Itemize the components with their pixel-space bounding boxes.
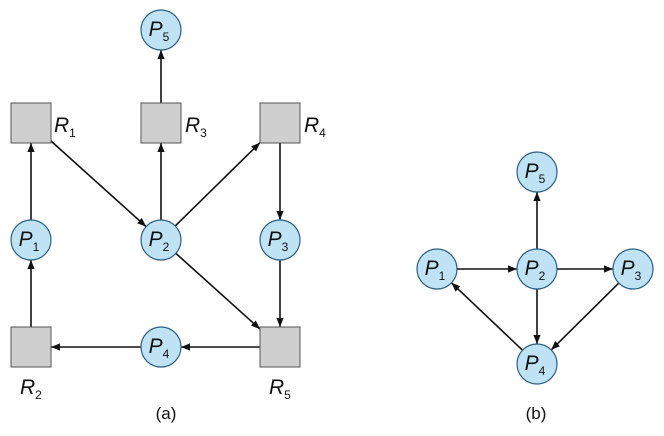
process-circle [140, 326, 182, 368]
process-node-b-p4: P4 [516, 343, 558, 385]
process-label: P2 [525, 257, 546, 283]
process-circle [416, 248, 458, 290]
process-node-a-p5: P5 [140, 9, 182, 51]
process-node-a-p1: P1 [10, 219, 52, 261]
process-label: P3 [268, 228, 289, 254]
process-circle [516, 248, 558, 290]
caption-b: (b) [526, 404, 547, 423]
edge-a-r1-to-a-p2 [50, 140, 147, 228]
process-circle [10, 219, 52, 261]
process-node-b-p1: P1 [416, 248, 458, 290]
resource-label: R5 [269, 376, 291, 402]
edge-a-p2-to-a-r4 [174, 142, 261, 227]
process-label: P2 [149, 228, 170, 254]
process-node-a-p4: P4 [140, 326, 182, 368]
resource-node-a-r3: R3 [140, 102, 207, 144]
process-node-a-p2: P2 [140, 219, 182, 261]
process-node-b-p5: P5 [516, 151, 558, 193]
process-label: P3 [621, 257, 642, 283]
resource-box [259, 102, 301, 144]
process-label: P4 [149, 335, 170, 361]
process-node-b-p2: P2 [516, 248, 558, 290]
resource-label: R1 [54, 114, 76, 140]
process-node-b-p3: P3 [612, 248, 654, 290]
process-label: P1 [19, 228, 40, 254]
resource-label: R4 [304, 114, 326, 140]
resource-box [10, 102, 52, 144]
edge-b-p3-to-b-p4 [550, 282, 620, 351]
resource-box [10, 326, 52, 368]
process-circle [612, 248, 654, 290]
resource-box [140, 102, 182, 144]
resource-node-a-r1: R1 [10, 102, 76, 144]
resource-node-a-r4: R4 [259, 102, 326, 144]
resource-label: R2 [20, 376, 42, 402]
process-label: P1 [425, 257, 446, 283]
process-label: P5 [149, 18, 170, 44]
resource-node-a-r2: R2 [10, 326, 52, 402]
caption-a: (a) [156, 404, 177, 423]
process-circle [259, 219, 301, 261]
process-node-a-p3: P3 [259, 219, 301, 261]
process-circle [140, 9, 182, 51]
resource-box [259, 326, 301, 368]
edges-layer [27, 50, 620, 351]
process-circle [516, 343, 558, 385]
process-label: P5 [525, 160, 546, 186]
process-circle [140, 219, 182, 261]
edge-a-p2-to-a-r5 [175, 252, 261, 330]
resource-node-a-r5: R5 [259, 326, 301, 402]
resource-label: R3 [185, 114, 207, 140]
process-label: P4 [525, 352, 546, 378]
process-circle [516, 151, 558, 193]
edge-b-p4-to-b-p1 [450, 282, 524, 351]
